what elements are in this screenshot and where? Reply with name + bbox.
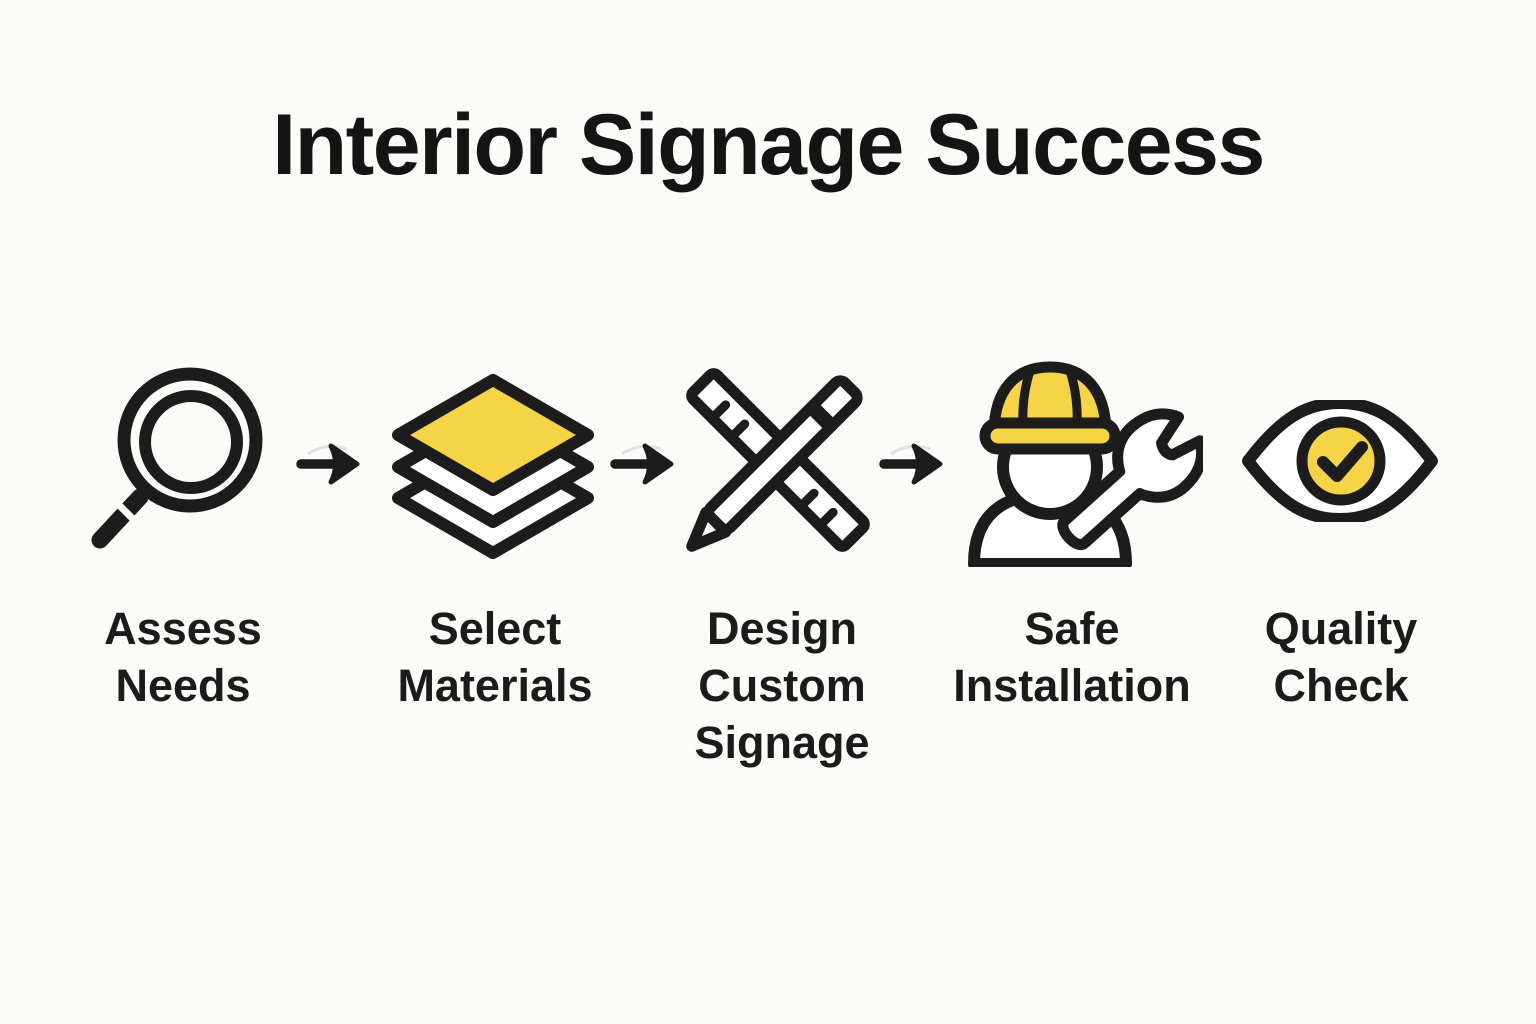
pencil-ruler-icon xyxy=(686,368,870,552)
checkmark-icon xyxy=(1317,441,1368,482)
step-design-signage-icon-slot xyxy=(680,358,885,566)
layers-icon xyxy=(392,374,594,559)
eye-check-icon xyxy=(1242,400,1438,522)
pencil-tip xyxy=(686,506,732,552)
wrench-body xyxy=(1057,408,1203,550)
pencil-band xyxy=(804,399,839,434)
step-select-materials-label: Select Materials xyxy=(365,600,625,714)
label-line: Check xyxy=(1273,660,1409,711)
step-quality-check-label: Quality Check xyxy=(1211,600,1471,714)
right-arrow-icon xyxy=(610,443,674,485)
step-quality-check-icon-slot xyxy=(1240,400,1440,522)
right-arrow-icon xyxy=(879,443,943,485)
label-line: Quality xyxy=(1264,603,1418,654)
arrow-head xyxy=(328,443,360,485)
eye-pupil-circle xyxy=(1296,416,1386,506)
arrow-2-slot xyxy=(610,438,678,491)
arrow-3-slot xyxy=(879,438,947,491)
ruler-tick xyxy=(816,507,838,529)
magnifier-inner-ring xyxy=(139,390,243,494)
step-assess-needs-label: Assess Needs xyxy=(53,600,313,714)
label-line: Materials xyxy=(397,660,593,711)
magnifier-handle-gap xyxy=(114,500,138,524)
label-line: Safe xyxy=(1024,603,1120,654)
ruler-tick xyxy=(728,419,750,441)
arrow-head xyxy=(642,443,674,485)
hard-hat-brim xyxy=(979,417,1121,455)
magnifier-handle xyxy=(91,488,149,549)
label-line: Installation xyxy=(953,660,1191,711)
arrow-swoosh xyxy=(307,444,348,456)
label-line: Custom xyxy=(698,660,866,711)
ruler-tick xyxy=(797,488,819,510)
step-select-materials-icon-slot xyxy=(388,372,598,564)
arrow-swoosh xyxy=(890,444,931,456)
label-line: Needs xyxy=(115,660,251,711)
pencil xyxy=(686,375,863,552)
step-design-signage-label: Design Custom Signage xyxy=(652,600,912,771)
right-arrow-icon xyxy=(296,443,360,485)
arrow-swoosh xyxy=(621,444,662,456)
magnifier-icon xyxy=(91,367,263,549)
label-line: Design xyxy=(706,603,858,654)
step-safe-installation-label: Safe Installation xyxy=(942,600,1202,714)
label-line: Signage xyxy=(694,717,870,768)
arrow-head xyxy=(911,443,943,485)
page-title: Interior Signage Success xyxy=(272,97,1265,193)
arrow-1-slot xyxy=(296,438,364,491)
ruler-tick xyxy=(709,400,731,422)
magnifier-outer-ring xyxy=(117,367,263,513)
label-line: Select xyxy=(428,603,562,654)
label-line: Assess xyxy=(104,603,262,654)
worker-wrench-icon xyxy=(968,361,1203,567)
layer-top-yellow xyxy=(392,374,594,496)
wrench xyxy=(1057,408,1203,550)
step-assess-needs-icon-slot xyxy=(80,362,270,562)
step-safe-installation-icon-slot xyxy=(958,357,1203,567)
